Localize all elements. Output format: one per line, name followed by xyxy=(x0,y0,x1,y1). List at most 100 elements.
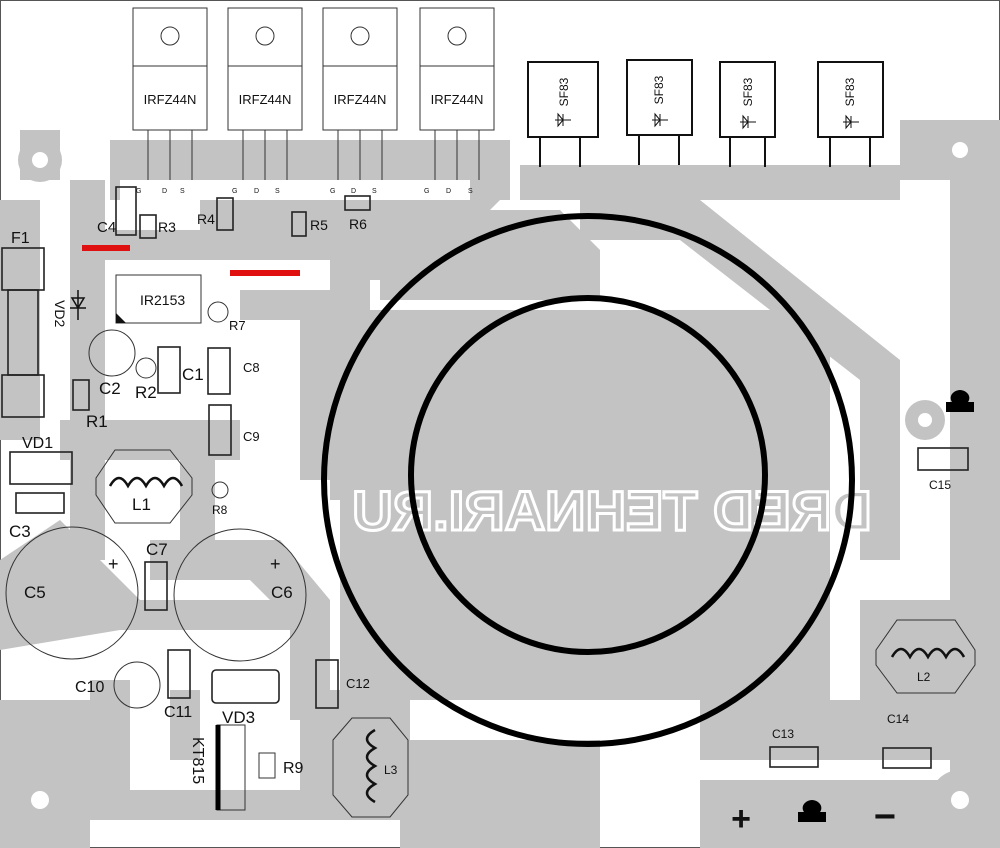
label-vd3: VD3 xyxy=(222,708,255,727)
diode-label: SF83 xyxy=(843,77,857,106)
pin-label: S xyxy=(180,188,185,195)
label-c15: C15 xyxy=(929,478,951,492)
label-c2: C2 xyxy=(99,379,121,398)
capacitor-c15 xyxy=(917,447,969,471)
inductor-l3 xyxy=(332,717,409,818)
diode-bridge-vd1 xyxy=(9,451,73,485)
pin-label: D xyxy=(254,188,259,195)
label-r5: R5 xyxy=(310,217,328,233)
capacitor-c12 xyxy=(315,659,339,709)
capacitor-c7 xyxy=(144,561,168,611)
resistor-r2 xyxy=(135,357,157,379)
resistor-r7 xyxy=(207,301,229,323)
output-minus-label: − xyxy=(874,796,896,838)
mounting-holes xyxy=(10,128,990,830)
resistor-r1 xyxy=(72,379,90,411)
capacitor-c11 xyxy=(167,649,191,699)
capacitor-c6 xyxy=(173,528,307,662)
diode-vd3 xyxy=(211,669,280,704)
diode-sf83-3: SF83 xyxy=(719,61,776,167)
label-c13: C13 xyxy=(772,727,794,741)
label-r4: R4 xyxy=(197,211,215,227)
label-c9: C9 xyxy=(243,429,260,444)
pin-label: G xyxy=(424,188,429,195)
capacitor-c3 xyxy=(15,492,65,514)
label-c11: C11 xyxy=(164,704,192,721)
wire-jumpers xyxy=(82,245,300,276)
diode-sf83-2: SF83 xyxy=(626,59,693,165)
capacitor-c4 xyxy=(115,186,137,236)
diode-label: SF83 xyxy=(741,77,755,106)
components xyxy=(1,186,976,822)
capacitor-c9 xyxy=(208,404,232,456)
label-l3: L3 xyxy=(384,763,398,777)
pin-label: G xyxy=(330,188,335,195)
label-r2: R2 xyxy=(135,383,157,402)
inductor-l2 xyxy=(875,619,976,694)
mosfet-3: IRFZ44N xyxy=(322,7,398,180)
transformer-core: DRED TEHNARI.RU xyxy=(321,213,873,747)
mosfet-label: IRFZ44N xyxy=(334,92,387,107)
pin-label: S xyxy=(372,188,377,195)
label-c8: C8 xyxy=(243,360,260,375)
label-ir2153: IR2153 xyxy=(140,292,185,308)
mosfet-label: IRFZ44N xyxy=(431,92,484,107)
pin-label: S xyxy=(275,188,280,195)
capacitor-c13 xyxy=(769,746,819,768)
label-c3: C3 xyxy=(9,522,31,541)
mosfet-label: IRFZ44N xyxy=(239,92,292,107)
label-c10: C10 xyxy=(75,679,104,696)
label-c7: C7 xyxy=(146,540,168,559)
diode-sf83-1: SF83 xyxy=(527,61,599,167)
label-r3: R3 xyxy=(158,219,176,235)
pin-label: D xyxy=(446,188,451,195)
reference-labels: F1 VD2 C4 R3 R4 R5 R6 IR2153 R7 C2 R2 C1… xyxy=(9,211,951,784)
capacitor-c14 xyxy=(882,747,932,769)
label-c14: C14 xyxy=(887,712,909,726)
label-l2: L2 xyxy=(917,670,931,684)
diode-label: SF83 xyxy=(557,77,571,106)
ground-terminal-icon xyxy=(946,390,974,412)
resistor-r9 xyxy=(258,752,276,779)
label-f1: F1 xyxy=(11,230,30,247)
pin-label: G xyxy=(232,188,237,195)
label-vd1: VD1 xyxy=(22,435,53,452)
watermark: DRED TEHNARI.RU xyxy=(352,479,872,542)
mosfet-4: IRFZ44N xyxy=(419,7,495,180)
label-c4: C4 xyxy=(97,219,116,236)
c6-plus-label: + xyxy=(270,554,281,574)
transformer-outer-ring xyxy=(321,213,855,747)
mosfet-1: IRFZ44N xyxy=(132,7,208,180)
label-c12: C12 xyxy=(346,676,370,691)
capacitor-c2 xyxy=(88,329,136,377)
diode-vd2 xyxy=(70,290,86,320)
pin-label: D xyxy=(162,188,167,195)
resistor-r8 xyxy=(211,481,229,499)
label-c1: C1 xyxy=(182,365,204,384)
capacitor-c8 xyxy=(207,347,231,395)
label-r7: R7 xyxy=(229,318,246,333)
ground-terminal-icon xyxy=(798,800,826,822)
fuse-f1 xyxy=(1,247,45,418)
resistor-r3 xyxy=(139,214,157,239)
label-c6: C6 xyxy=(271,583,293,602)
c5-plus-label: + xyxy=(108,554,119,574)
diode-label: SF83 xyxy=(652,75,666,104)
label-kt815: KT815 xyxy=(189,737,206,784)
output-diodes: SF83 SF83 SF83 SF83 xyxy=(527,59,884,167)
capacitor-c1 xyxy=(157,346,181,394)
pin-label: S xyxy=(468,188,473,195)
label-r9: R9 xyxy=(283,760,304,777)
resistor-r4 xyxy=(216,197,234,231)
pin-label: D xyxy=(351,188,356,195)
capacitor-c10 xyxy=(113,661,161,709)
capacitor-c5 xyxy=(5,526,139,660)
label-vd2: VD2 xyxy=(52,300,68,327)
resistor-r6 xyxy=(344,195,371,211)
output-plus-label: + xyxy=(731,800,751,838)
label-r6: R6 xyxy=(349,216,367,232)
mosfet-label: IRFZ44N xyxy=(144,92,197,107)
